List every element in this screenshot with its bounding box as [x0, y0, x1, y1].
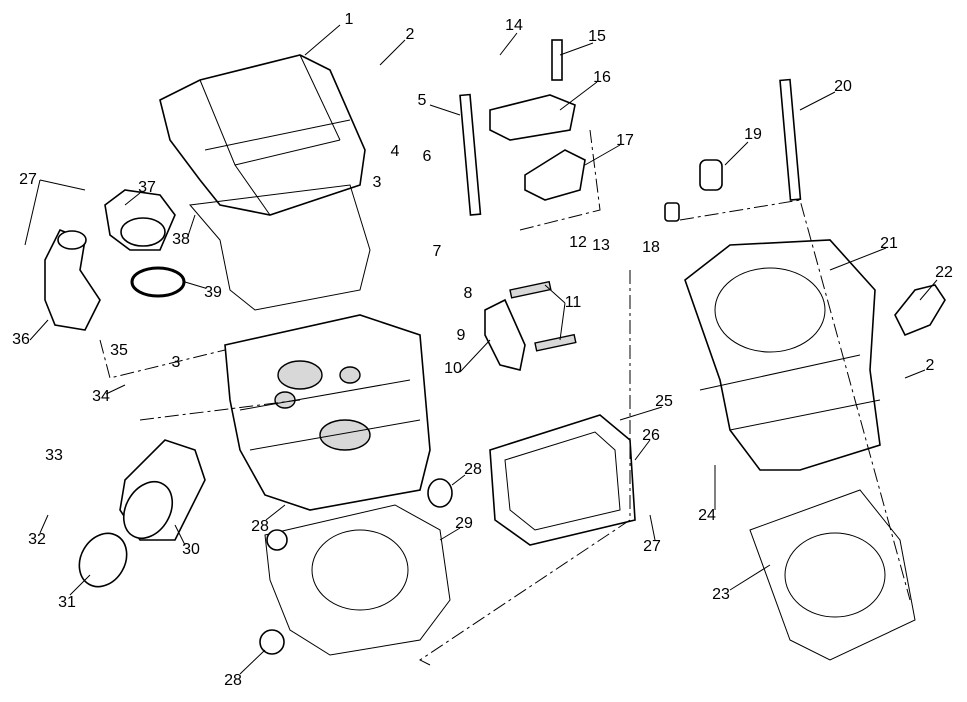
callout-36: 36 [12, 331, 30, 348]
callout-27: 27 [19, 171, 37, 188]
thermostat-housing [104, 189, 176, 251]
cylinder-base-gasket [749, 489, 916, 661]
callout-2b: 2 [925, 357, 935, 374]
bolt [779, 78, 802, 201]
cylinder [684, 239, 881, 471]
callout-19: 19 [744, 126, 762, 143]
seal [266, 529, 288, 551]
callout-30: 30 [182, 541, 200, 558]
callout-16: 16 [593, 69, 611, 86]
callout-15: 15 [588, 28, 606, 45]
seal [259, 629, 285, 655]
leader-lines [24, 24, 938, 675]
callout-38: 38 [172, 231, 190, 248]
intake-boot [119, 439, 206, 541]
callout-3: 3 [372, 174, 382, 191]
callout-23: 23 [712, 586, 730, 603]
callout-2: 2 [405, 26, 415, 43]
elbow-fitting [894, 284, 946, 337]
callout-13: 13 [592, 237, 610, 254]
head-gasket [264, 504, 451, 656]
callout-27b: 27 [643, 538, 661, 555]
callout-35: 35 [110, 342, 128, 359]
callout-10: 10 [444, 360, 462, 377]
callout-11: 11 [564, 294, 582, 311]
callout-20: 20 [834, 78, 852, 95]
o-ring [130, 266, 186, 298]
callout-39: 39 [204, 284, 222, 301]
valve-cover-gasket [189, 184, 371, 311]
callout-21: 21 [880, 235, 898, 252]
nipple [699, 159, 723, 191]
callout-22: 22 [935, 264, 953, 281]
callout-33: 33 [45, 447, 63, 464]
callout-28a: 28 [464, 461, 482, 478]
callout-1: 1 [344, 11, 354, 28]
bolt [551, 39, 563, 81]
callout-8: 8 [463, 285, 473, 302]
callout-29: 29 [455, 515, 473, 532]
callout-34: 34 [92, 388, 110, 405]
valve-cover [159, 54, 366, 216]
alignment-line [99, 129, 911, 666]
callout-12: 12 [569, 234, 587, 251]
callout-24: 24 [698, 507, 716, 524]
stud [534, 333, 577, 352]
callout-17: 17 [616, 132, 634, 149]
callout-6: 6 [422, 148, 432, 165]
callout-31: 31 [58, 594, 76, 611]
callout-26: 26 [642, 427, 660, 444]
callout-32: 32 [28, 531, 46, 548]
callout-28b: 28 [251, 518, 269, 535]
callout-4: 4 [390, 143, 400, 160]
water-outlet [44, 228, 101, 331]
side-cover [489, 414, 636, 546]
side-cover-gasket [504, 431, 621, 531]
stud [509, 280, 552, 299]
callout-25: 25 [655, 393, 673, 410]
head-gasket-bore [311, 529, 409, 611]
bracket [489, 94, 576, 141]
seal [427, 478, 453, 508]
callout-37: 37 [138, 179, 156, 196]
bolt [459, 93, 482, 216]
bracket [524, 149, 586, 201]
callout-28c: 28 [224, 672, 242, 689]
callout-14: 14 [505, 17, 523, 34]
callout-3b: 3 [171, 354, 181, 371]
dowel [664, 202, 680, 222]
callout-18: 18 [642, 239, 660, 256]
callout-9: 9 [456, 327, 466, 344]
cylinder-head [224, 314, 431, 511]
exhaust-flange [484, 298, 526, 371]
callout-5: 5 [417, 92, 427, 109]
callout-7: 7 [432, 243, 442, 260]
clamp [78, 532, 128, 588]
base-gasket-bore [784, 532, 886, 618]
